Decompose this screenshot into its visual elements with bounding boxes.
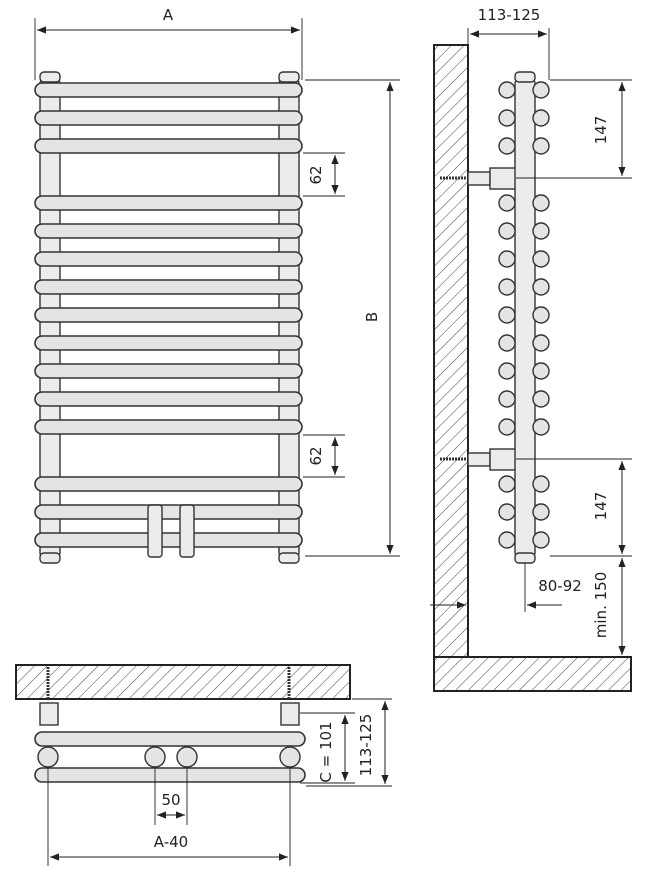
wall-distance-label: 80-92	[538, 577, 582, 595]
depth-top-label: 113-125	[478, 6, 541, 24]
side-view: 113-125 147 147 min. 150 80-92	[430, 6, 632, 692]
bar	[34, 504, 303, 520]
bar	[34, 223, 303, 239]
bar	[34, 279, 303, 295]
axis-spacing-label: A-40	[154, 833, 188, 851]
gap-bottom-label: 62	[307, 446, 325, 465]
spacing-top-label: 147	[592, 116, 610, 145]
top-pipe-right	[176, 746, 198, 768]
tube-sections	[498, 81, 550, 549]
top-bracket-left	[39, 702, 59, 726]
gap-top-label: 62	[307, 165, 325, 184]
side-top-cap	[514, 71, 536, 83]
side-bottom-cap	[514, 552, 536, 564]
valve-left	[147, 504, 163, 558]
center-c-label: C = 101	[317, 721, 335, 782]
top-rail-front	[34, 767, 306, 783]
bar	[34, 110, 303, 126]
bar	[34, 363, 303, 379]
bar	[34, 419, 303, 435]
top-pipe-left	[144, 746, 166, 768]
dimension-a-label: A	[163, 6, 174, 24]
right-top-cap	[278, 71, 300, 83]
right-bottom-cap	[278, 552, 300, 564]
bar	[34, 307, 303, 323]
top-bracket-right	[280, 702, 300, 726]
side-collector	[514, 79, 536, 557]
bar	[34, 195, 303, 211]
left-bottom-cap	[39, 552, 61, 564]
top-collector-left	[37, 746, 59, 768]
valve-right	[179, 504, 195, 558]
spacing-bottom-label: 147	[592, 492, 610, 521]
top-collector-right	[279, 746, 301, 768]
upper-bracket	[440, 167, 517, 190]
front-view: A B 62 62	[34, 6, 400, 564]
top-rail-rear	[34, 731, 306, 747]
left-top-cap	[39, 71, 61, 83]
bar	[34, 476, 303, 492]
floor	[433, 656, 632, 692]
dimension-b-label: B	[363, 312, 381, 322]
bar	[34, 82, 303, 98]
horizontal-bars	[34, 82, 303, 548]
bar	[34, 335, 303, 351]
floor-min-label: min. 150	[592, 572, 610, 638]
bar	[34, 251, 303, 267]
bar	[34, 391, 303, 407]
bar	[34, 138, 303, 154]
pipe-spacing-label: 50	[161, 791, 180, 809]
wall	[433, 44, 469, 658]
bar	[34, 532, 303, 548]
lower-bracket	[440, 448, 517, 471]
depth-side-label: 113-125	[357, 714, 375, 777]
top-view: 50 A-40 C = 101 113-125	[15, 664, 392, 866]
top-wall	[15, 664, 351, 700]
